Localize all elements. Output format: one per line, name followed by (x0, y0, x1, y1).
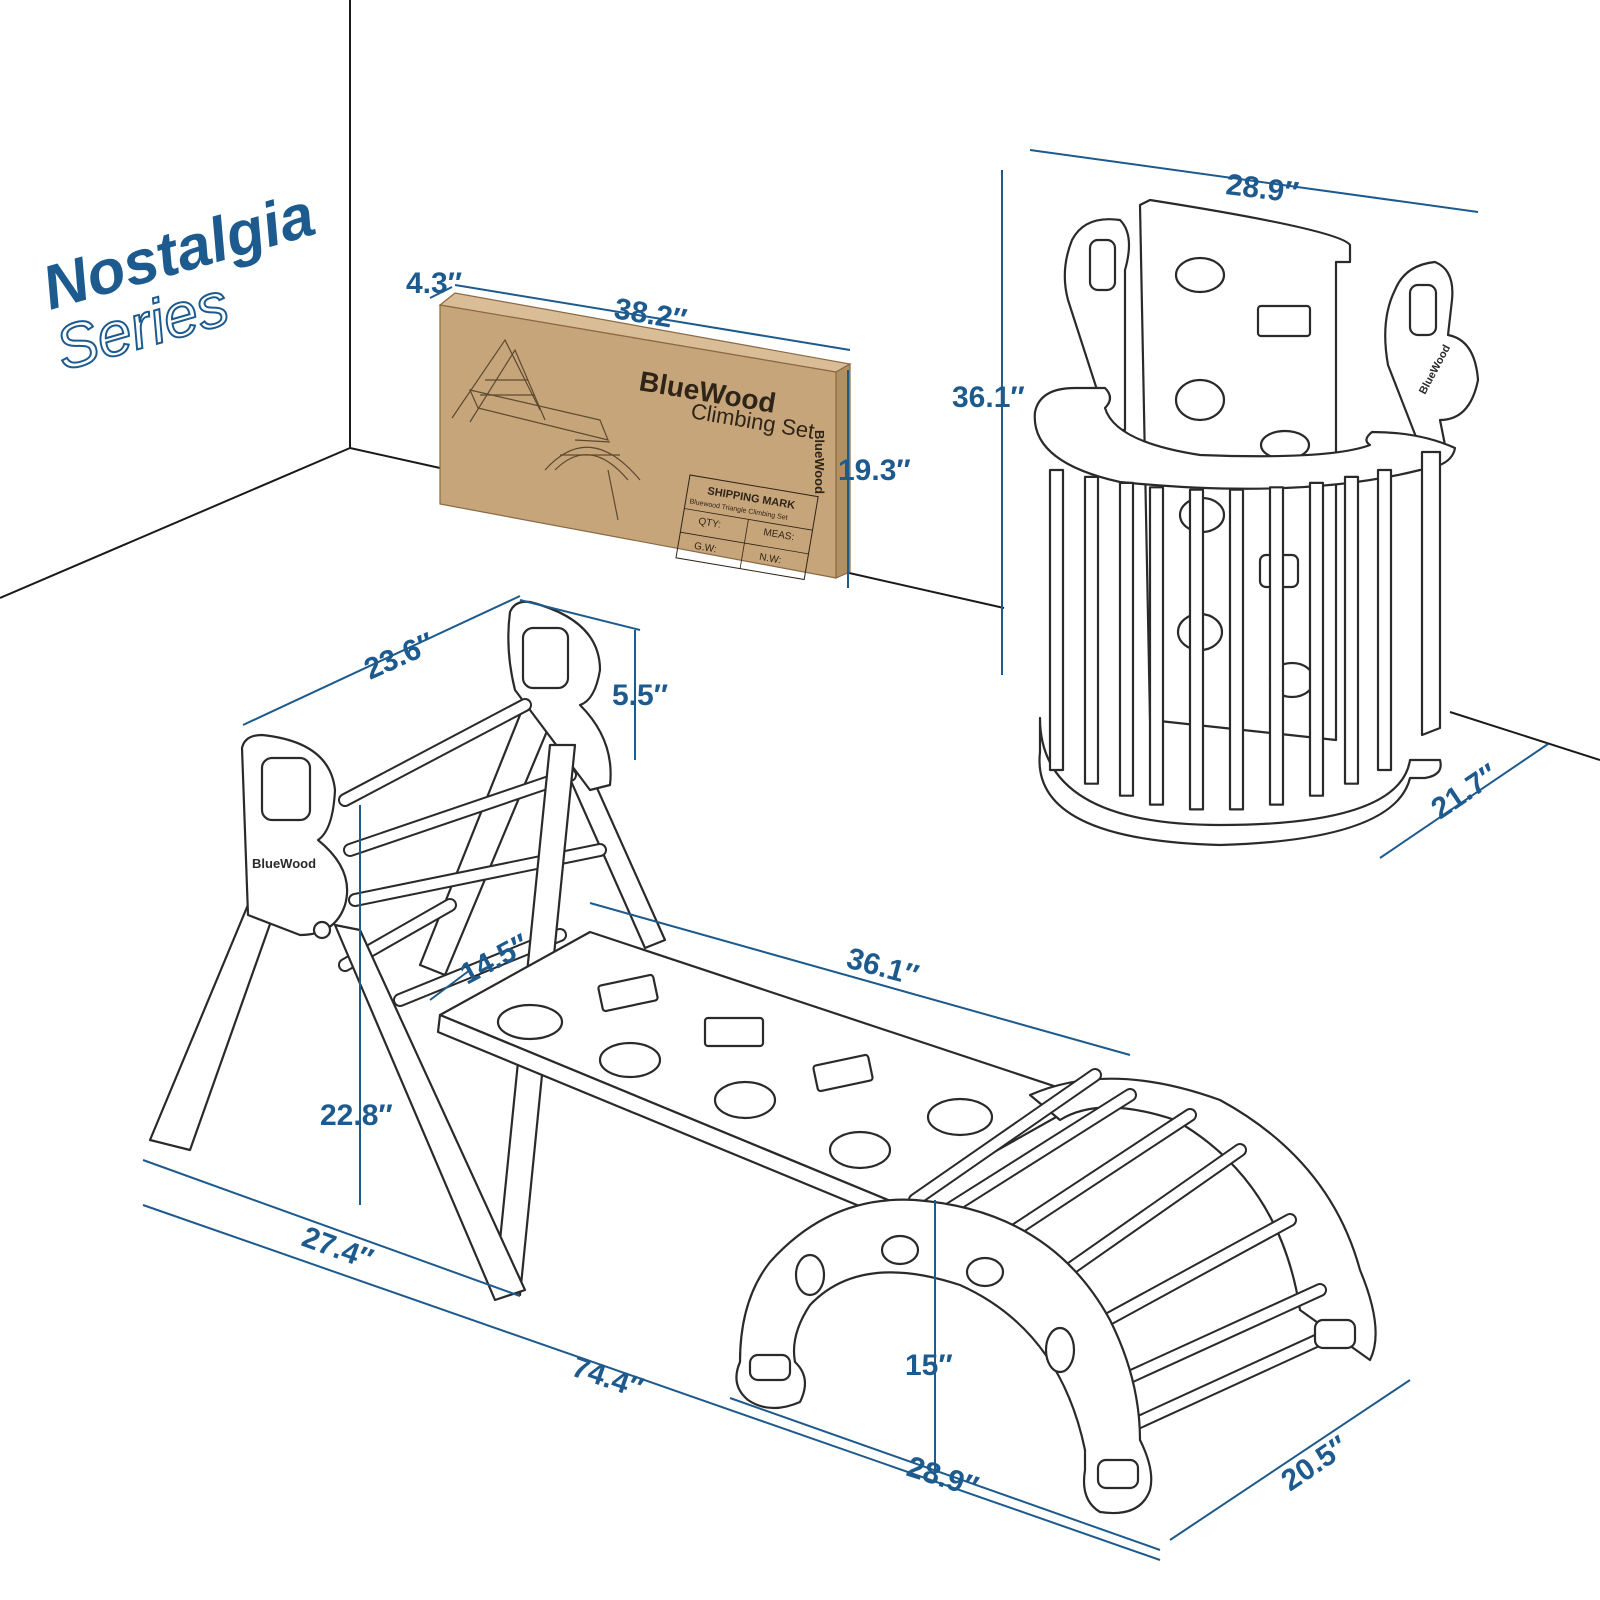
stacked-base (1038, 716, 1442, 847)
box-front-face (439, 304, 837, 579)
arch-rung-fill (1035, 1145, 1245, 1295)
stacked-rung (1268, 486, 1285, 806)
dim-box-depth: 4.3″ (406, 267, 462, 300)
stacked-rung (1228, 488, 1245, 811)
dim-arch-length: 28.9″ (903, 1450, 982, 1504)
climbing-arch: 15″ 28.9″ 20.5″ 74.4″ (142, 1068, 1411, 1561)
stacked-rung (1148, 486, 1165, 806)
stacked-side-board (1420, 450, 1442, 737)
triangle-brand: BlueWood (252, 856, 316, 871)
dim-triangle-top-width: 23.6″ (359, 627, 439, 687)
arch-rung-fill (995, 1110, 1195, 1245)
arch-front (735, 1198, 1153, 1515)
box-product-sketch (451, 338, 641, 521)
dim-arch-height: 15″ (905, 1349, 953, 1382)
stacked-rung (1188, 488, 1205, 811)
stacked-rung (1376, 468, 1393, 772)
dim-total-length: 74.4″ (568, 1350, 648, 1405)
dim-triangle-base: 27.4″ (298, 1221, 378, 1277)
triangle-rung-fill (345, 770, 575, 855)
ramp-holds (496, 973, 994, 1170)
series-heading: Nostalgia Series (35, 180, 322, 385)
room-walls (0, 0, 1600, 761)
triangle-front-leg-left (148, 898, 277, 1152)
stacked-set: BlueWood 28.9″ 36.1″ 21.7″ (952, 149, 1549, 859)
label-qty: QTY: (697, 516, 721, 531)
stacked-rung (1118, 481, 1135, 797)
stacked-rung (1048, 468, 1065, 772)
stacked-arch-rim (1033, 386, 1457, 490)
stacked-rungs (1048, 468, 1393, 811)
dim-triangle-height: 22.8″ (320, 1099, 393, 1132)
label-gw: G.W: (693, 541, 717, 556)
triangle-rung-fill (340, 700, 530, 805)
shipping-box: BlueWood Climbing Set SHIPPING MARK Blue… (406, 267, 911, 588)
triangle-front-leg-right (333, 923, 527, 1302)
stacked-rung (1083, 475, 1100, 785)
dim-stacked-height: 36.1″ (952, 381, 1025, 414)
arch-cutouts (748, 1234, 1357, 1490)
dim-box-height: 19.3″ (838, 454, 911, 487)
label-nw: N.W: (758, 552, 782, 567)
stacked-rung (1343, 475, 1360, 785)
stacked-rung (1308, 481, 1325, 797)
box-side-brand: BlueWood (812, 430, 827, 494)
arch-rung-fill (910, 1070, 1100, 1205)
dim-stacked-width: 28.9″ (1224, 168, 1300, 210)
dim-arch-width: 20.5″ (1275, 1430, 1354, 1498)
label-meas: MEAS: (763, 527, 796, 543)
arch-rung-fill (935, 1090, 1135, 1220)
dim-handle-height: 5.5″ (612, 679, 668, 712)
stacked-right-frame (1384, 260, 1480, 462)
